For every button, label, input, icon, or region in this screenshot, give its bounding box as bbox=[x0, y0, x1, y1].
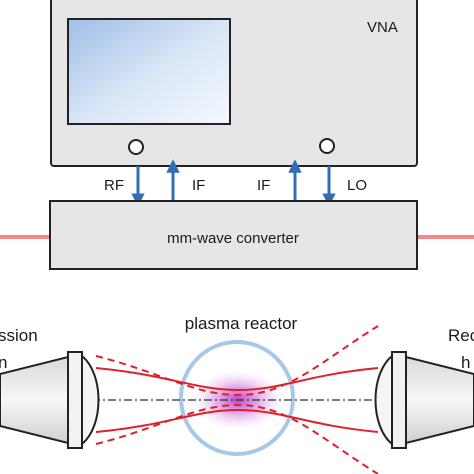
if-right-label: IF bbox=[257, 177, 270, 194]
right-horn-flange bbox=[391, 351, 407, 449]
receiver-horn bbox=[374, 351, 474, 449]
reactor-vessel bbox=[179, 340, 295, 456]
left-horn-flange bbox=[67, 351, 83, 449]
converter-body bbox=[49, 200, 418, 270]
if-left-label: IF bbox=[192, 177, 205, 194]
converter-label: mm-wave converter bbox=[167, 230, 299, 247]
vna-label: VNA bbox=[367, 19, 398, 36]
reactor-label: plasma reactor bbox=[185, 314, 298, 333]
vna-instrument: VNA bbox=[50, 0, 418, 167]
right-lens bbox=[374, 353, 393, 447]
beam-paths bbox=[95, 325, 379, 474]
beam-dashed-lower bbox=[95, 403, 379, 474]
left-horn-label-line2: n bbox=[0, 353, 7, 372]
signal-arrows: RF IF IF LO bbox=[104, 159, 367, 207]
vna-screen bbox=[67, 18, 231, 125]
left-horn-body bbox=[0, 354, 73, 446]
lo-label: LO bbox=[347, 177, 367, 194]
vna-knob-left bbox=[128, 139, 144, 155]
vna-knob-right bbox=[319, 138, 335, 154]
right-horn-label-line2: h bbox=[461, 353, 470, 372]
right-horn-label-line1: Rec bbox=[448, 326, 474, 345]
beam-solid-lower bbox=[95, 408, 379, 433]
beam-solid-upper bbox=[95, 367, 379, 392]
plasma-reactor bbox=[179, 340, 295, 456]
beam-dashed-upper bbox=[95, 325, 379, 397]
left-horn-label-line1: ssion bbox=[0, 326, 38, 345]
transmission-horn bbox=[0, 351, 100, 449]
left-lens bbox=[81, 353, 100, 447]
mm-wave-converter: mm-wave converter bbox=[49, 200, 418, 270]
rf-label: RF bbox=[104, 177, 124, 194]
